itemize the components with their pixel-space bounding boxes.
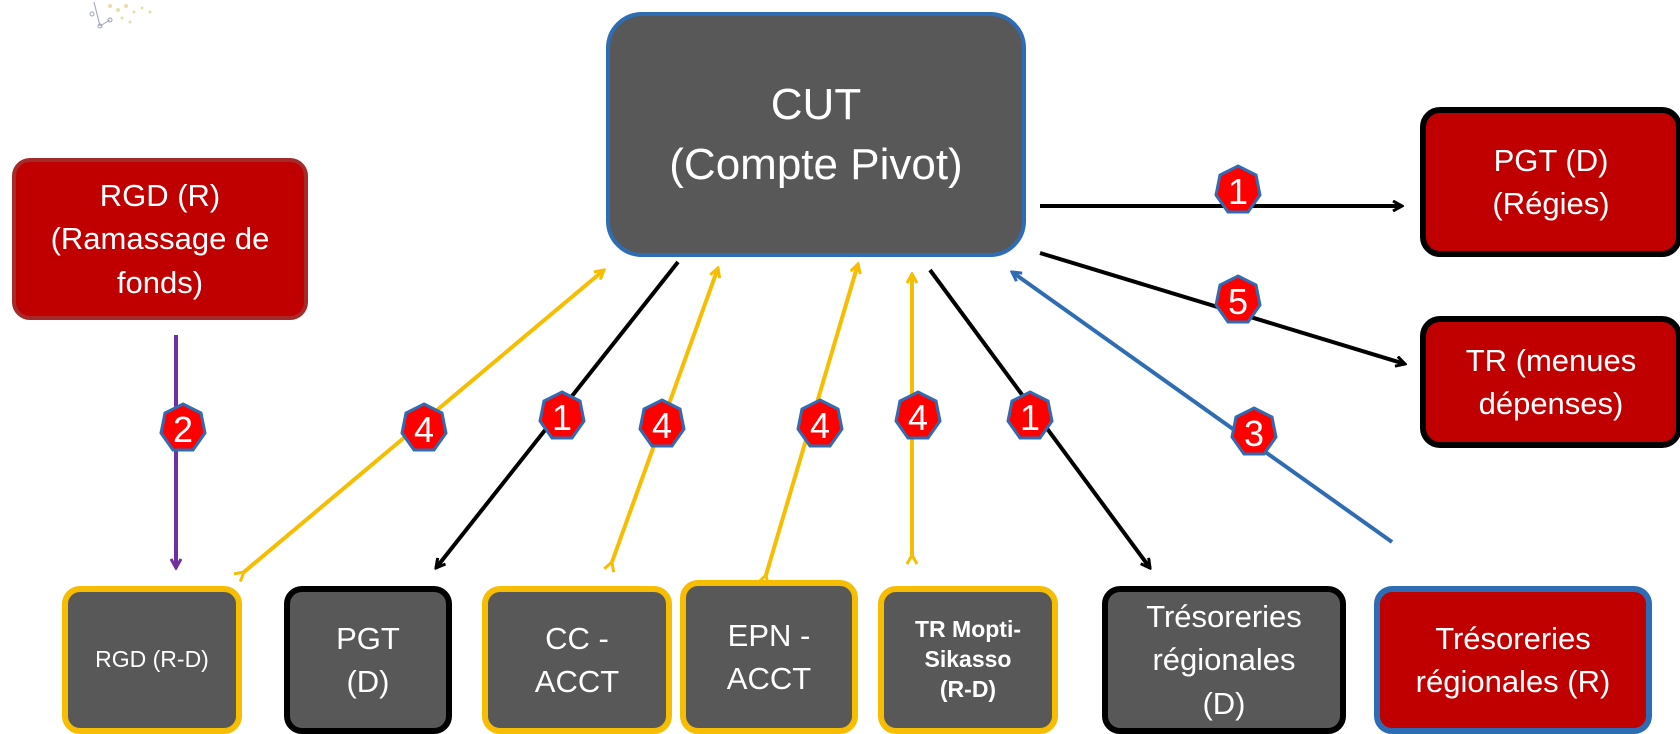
svg-text:3: 3 (1244, 413, 1264, 454)
node-pgt-d-regies: PGT (D) (Régies) (1420, 107, 1680, 257)
badge-cut-to-pgt-d: 1 (538, 390, 586, 440)
badge-tr-mopti-cut: 4 (894, 390, 942, 440)
badge-cc-acct-cut: 4 (638, 398, 686, 448)
badge-cut-to-tr-menues: 5 (1214, 274, 1262, 324)
svg-text:1: 1 (552, 397, 572, 438)
svg-text:4: 4 (908, 397, 928, 438)
node-tr-menues: TR (menues dépenses) (1420, 316, 1680, 448)
svg-text:5: 5 (1228, 281, 1248, 322)
badge-epn-acct-cut: 4 (796, 398, 844, 448)
svg-text:1: 1 (1228, 171, 1248, 212)
node-rgd-rd: RGD (R-D) (62, 586, 242, 734)
node-rgd-r: RGD (R) (Ramassage de fonds) (12, 158, 308, 320)
node-tres-reg-r: Trésoreries régionales (R) (1374, 586, 1652, 734)
svg-text:4: 4 (414, 409, 434, 450)
logo-icon (89, 1, 152, 29)
node-epn-acct: EPN - ACCT (680, 580, 858, 734)
svg-text:1: 1 (1020, 397, 1040, 438)
node-cut: CUT (Compte Pivot) (606, 12, 1026, 257)
badge-rgd-rd-cut: 4 (400, 402, 448, 452)
badge-rgd-r-to-rgd-rd: 2 (159, 402, 207, 452)
badge-cut-to-tres-reg-d: 1 (1006, 390, 1054, 440)
node-tres-reg-d: Trésoreries régionales (D) (1102, 586, 1346, 734)
arrow-tres-reg-r-to-cut (1012, 272, 1394, 544)
svg-text:4: 4 (652, 405, 672, 446)
node-cc-acct: CC - ACCT (482, 586, 672, 734)
node-pgt-d: PGT (D) (284, 586, 452, 734)
svg-text:4: 4 (810, 405, 830, 446)
badge-cut-to-pgt-regies: 1 (1214, 164, 1262, 214)
node-tr-mopti: TR Mopti- Sikasso (R-D) (878, 586, 1058, 734)
badge-tres-reg-r-to-cut: 3 (1230, 406, 1278, 456)
svg-text:2: 2 (173, 409, 193, 450)
